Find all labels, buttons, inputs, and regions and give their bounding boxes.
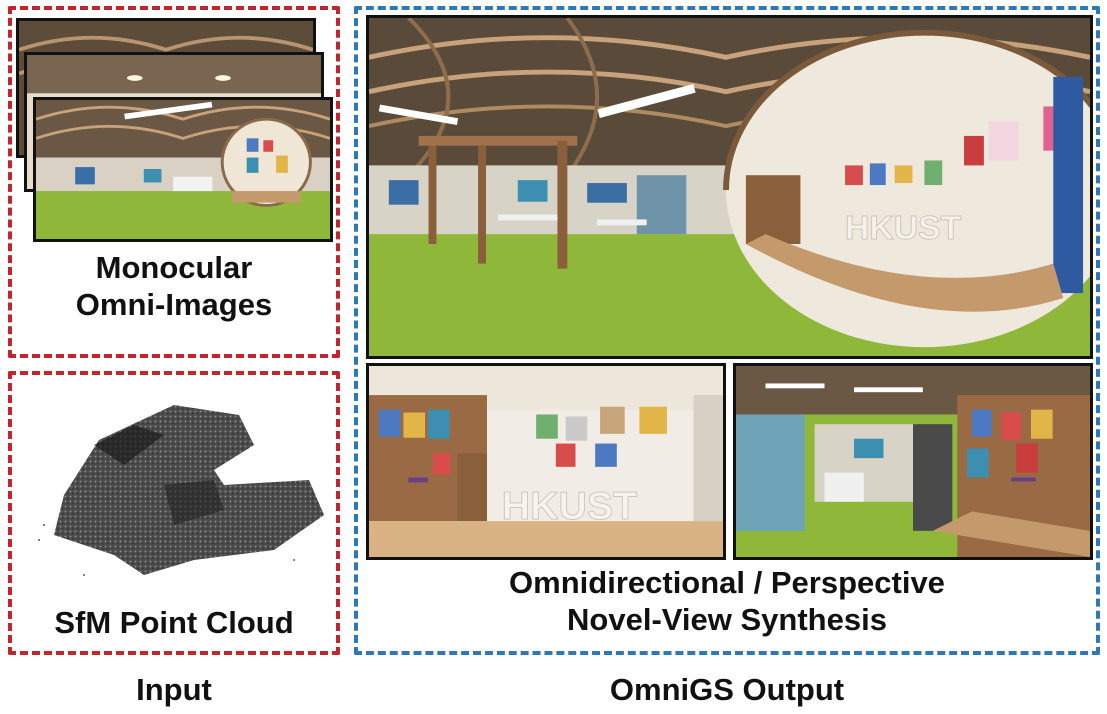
output-label-line1: Omnidirectional / Perspective <box>509 565 945 600</box>
hkust-sign-panorama: HKUST <box>845 210 962 247</box>
omni-images-label-line2: Omni-Images <box>75 286 273 322</box>
output-label: Omnidirectional / Perspective Novel-View… <box>354 565 1100 638</box>
omni-images-box <box>8 6 340 358</box>
input-caption: Input <box>136 672 212 707</box>
omni-image-front <box>33 97 333 242</box>
perspective-view-2 <box>733 363 1093 560</box>
output-box <box>354 6 1100 655</box>
perspective-view-1: HKUST <box>366 363 726 560</box>
output-caption: OmniGS Output <box>609 672 845 707</box>
output-label-line2: Novel-View Synthesis <box>567 601 887 637</box>
omni-panorama-image: HKUST <box>366 15 1093 359</box>
omni-images-label-line1: Monocular <box>95 250 253 285</box>
omni-images-label: Monocular Omni-Images <box>8 250 340 323</box>
point-cloud-label: SfM Point Cloud <box>54 605 294 640</box>
point-cloud-image <box>24 385 324 595</box>
point-cloud-box <box>8 371 340 655</box>
hkust-sign-view1: HKUST <box>502 485 638 528</box>
